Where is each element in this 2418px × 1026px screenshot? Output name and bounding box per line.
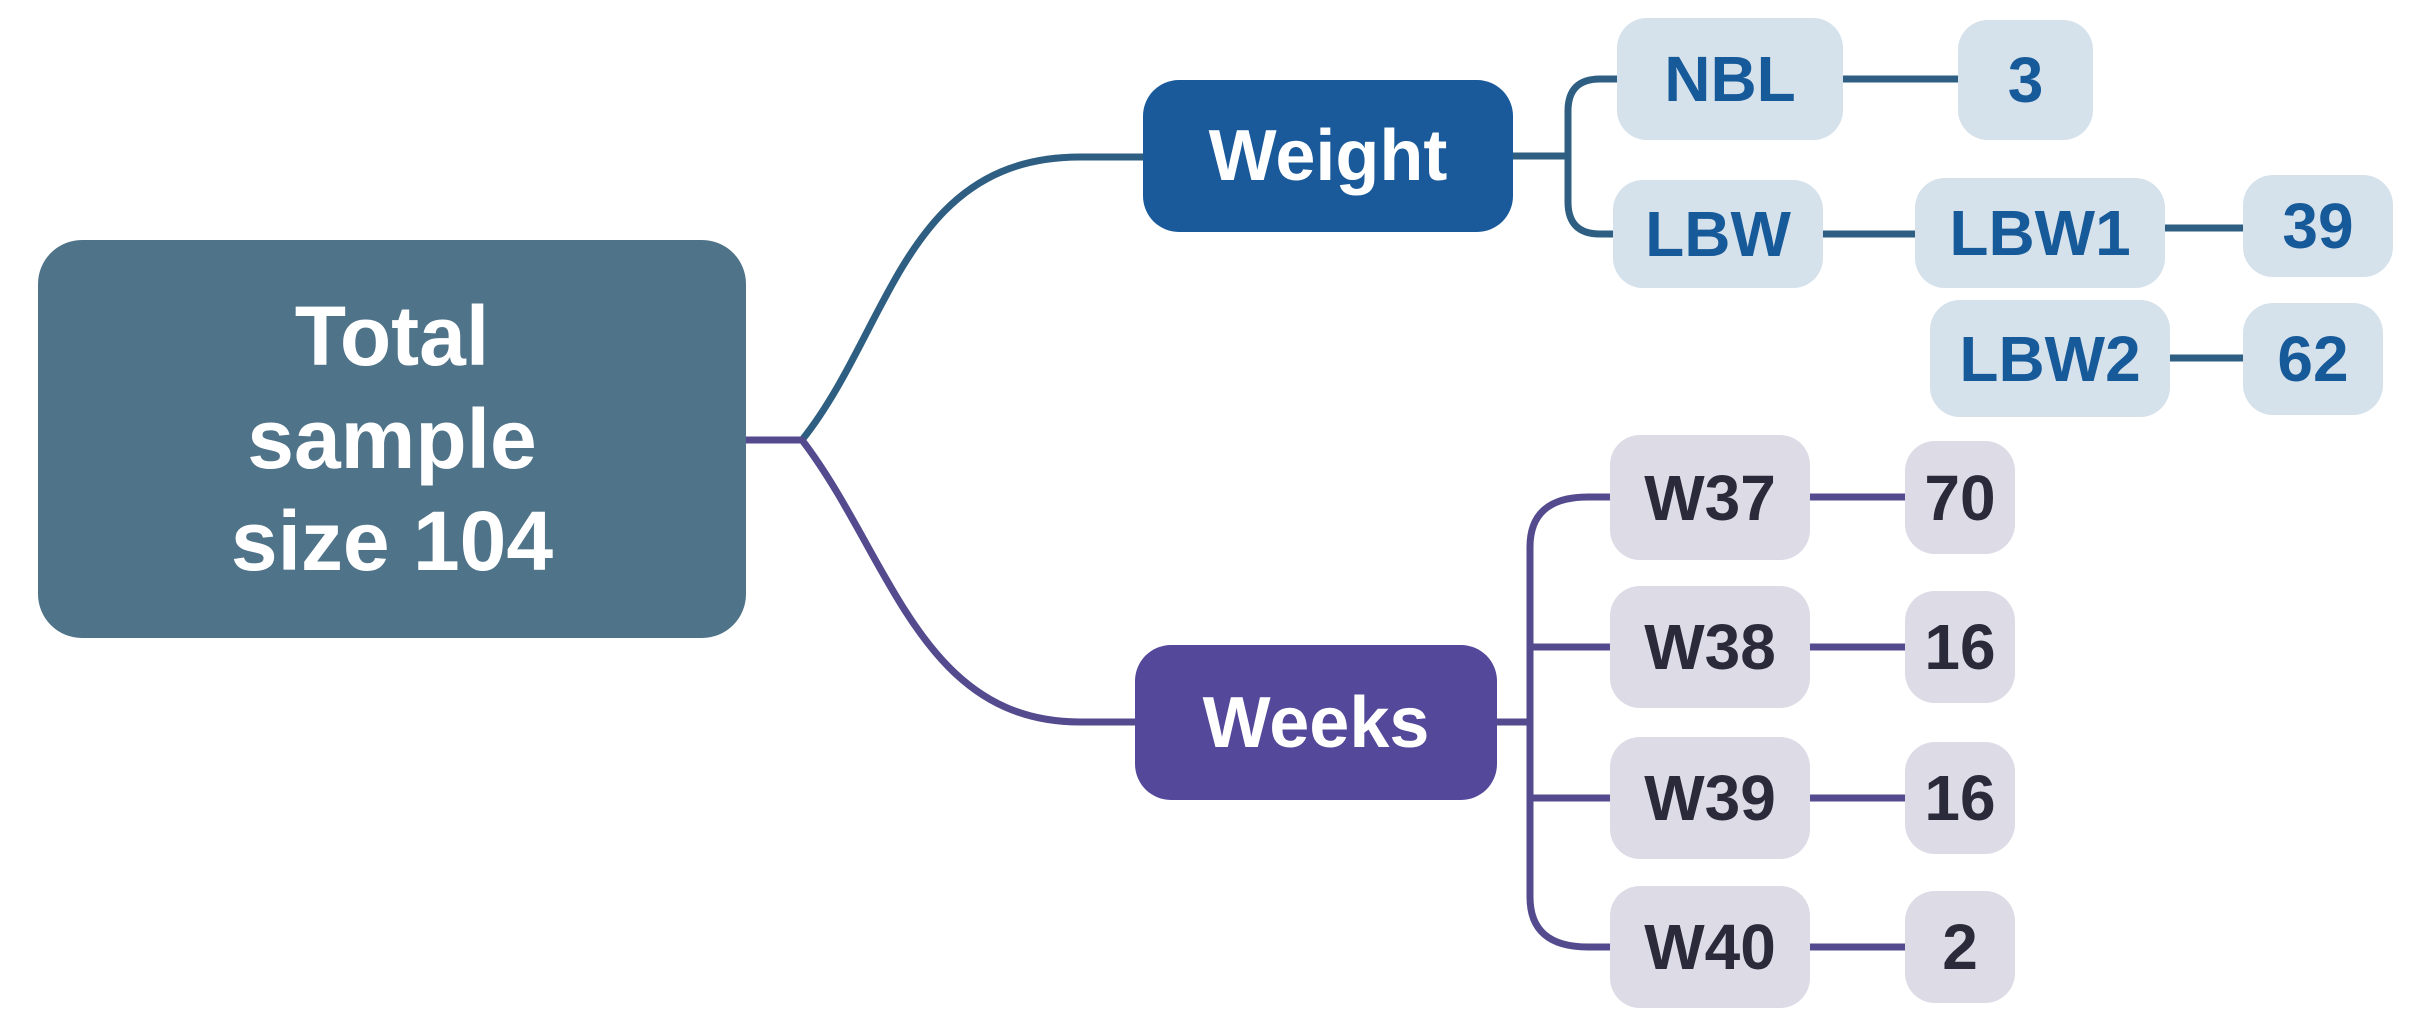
connector-weeks-children-bracket — [1526, 493, 1614, 951]
node-w40: W40 — [1610, 886, 1810, 1008]
node-nbl: NBL — [1617, 18, 1843, 140]
root-node: Total sample size 104 — [38, 240, 746, 638]
node-w38: W38 — [1610, 586, 1810, 708]
node-w38-value: 16 — [1905, 591, 2015, 703]
node-lbw1-value: 39 — [2243, 175, 2393, 277]
node-nbl-value: 3 — [1958, 20, 2093, 140]
node-w37: W37 — [1610, 435, 1810, 560]
branch-weeks-node: Weeks — [1135, 645, 1497, 800]
connector-root-weeks — [798, 436, 1139, 726]
node-lbw2-value: 62 — [2243, 303, 2383, 415]
node-w39-value: 16 — [1905, 742, 2015, 854]
connector-root-weight — [798, 153, 1147, 444]
connector-weight-children-bracket — [1564, 75, 1621, 238]
branch-weight-node: Weight — [1143, 80, 1513, 232]
node-w39: W39 — [1610, 737, 1810, 859]
node-lbw: LBW — [1613, 180, 1823, 288]
node-lbw2: LBW2 — [1930, 300, 2170, 417]
node-lbw1: LBW1 — [1915, 178, 2165, 288]
node-w40-value: 2 — [1905, 891, 2015, 1003]
node-w37-value: 70 — [1905, 441, 2015, 554]
root-label: Total sample size 104 — [230, 289, 554, 589]
